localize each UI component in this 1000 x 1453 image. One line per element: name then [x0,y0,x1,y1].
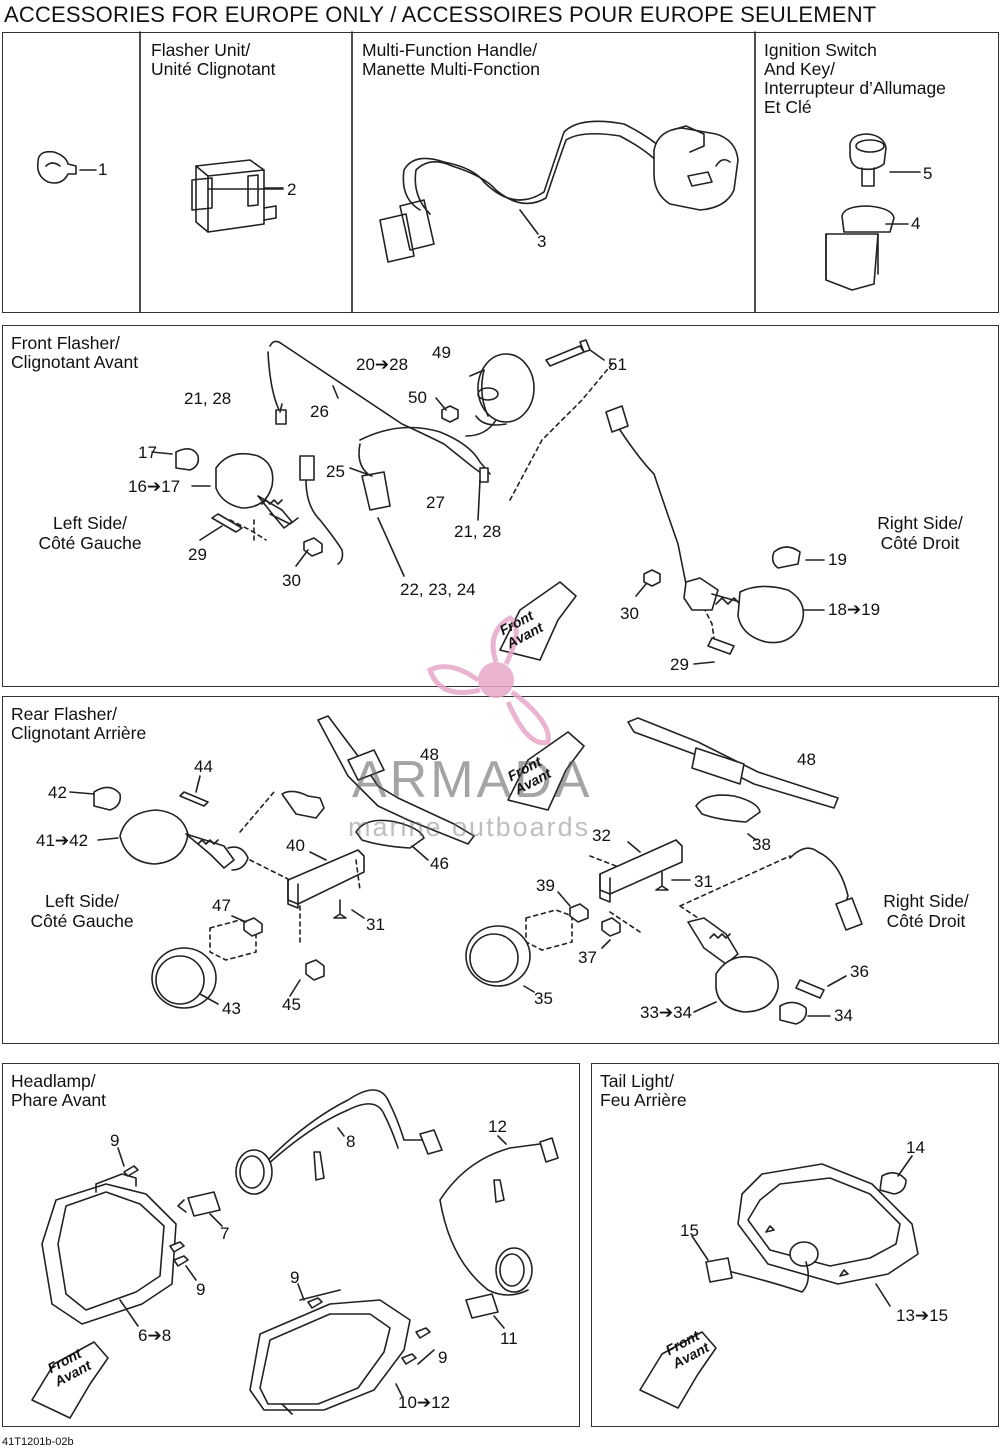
callout-31-b: 31 [694,872,713,891]
front-left-side-label: Left Side/ Côté Gauche [38,513,142,553]
callout-21-28-b: 21, 28 [454,522,502,541]
callout-5: 5 [923,164,933,183]
callout-40: 40 [286,836,305,855]
callout-38: 38 [752,835,771,854]
front-flasher-title: Front Flasher/ Clignotant Avant [11,333,139,372]
callout-42: 42 [48,783,67,802]
callout-36: 36 [850,962,869,981]
tail-light-part-13 [737,1163,919,1285]
callout-19: 19 [828,550,847,569]
headlamp-title: Headlamp/ Phare Avant [11,1071,107,1110]
watermark-brand: ARMADA [352,751,593,809]
headlamp-part-10 [249,1289,411,1415]
callout-25: 25 [326,462,345,481]
callout-22-23-24: 22, 23, 24 [400,580,476,599]
ignition-label: Ignition Switch And Key/ Interrupteur d’… [764,40,946,117]
tail-light-title: Tail Light/ Feu Arrière [600,1071,687,1110]
callout-9-a: 9 [110,1131,120,1150]
headlamp-panel [2,1063,580,1427]
front-housing-part-49 [465,353,535,437]
callout-1: 1 [98,160,108,179]
callout-18-19: 18➔19 [828,600,881,619]
callout-3: 3 [537,232,547,251]
rear-flasher-title: Rear Flasher/ Clignotant Arrière [11,704,147,743]
top-cells-frame [2,32,999,313]
rear-bracket-part-32 [599,839,683,903]
rear-bracket-part-40 [287,849,365,909]
rear-bracket-part-48-left [317,715,475,845]
callout-16-17: 16➔17 [128,477,181,496]
callout-27: 27 [426,493,445,512]
front-right-lamp-part-18 [605,405,805,644]
rear-right-side-label: Right Side/ Côté Droit [883,891,969,931]
callout-17: 17 [138,443,157,462]
callout-31-a: 31 [366,915,385,934]
watermark-tagline: marine outboards [348,812,591,842]
harness-part-12 [439,1137,559,1296]
callout-29-a: 29 [188,545,207,564]
front-left-lamp-part-16 [215,452,299,529]
callout-47: 47 [212,896,231,915]
callout-8: 8 [346,1132,356,1151]
callout-9-b: 9 [196,1280,206,1299]
headlamp-part-6 [41,1173,177,1325]
page-title: ACCESSORIES FOR EUROPE ONLY / ACCESSOIRE… [4,2,877,27]
handle-part-3 [379,120,739,263]
tail-light-panel [591,1063,999,1427]
callout-21-28-a: 21, 28 [184,389,232,408]
callout-45: 45 [282,995,301,1014]
callout-37: 37 [578,948,597,967]
callout-50: 50 [408,388,427,407]
callout-12: 12 [488,1117,507,1136]
callout-32: 32 [592,826,611,845]
front-right-side-label: Right Side/ Côté Droit [877,513,963,553]
callout-30-a: 30 [282,571,301,590]
rear-bracket-part-48-right [627,717,839,809]
callout-51: 51 [608,355,627,374]
flasher-unit-part-2 [191,159,284,233]
callout-26: 26 [310,402,329,421]
callout-49: 49 [432,343,451,362]
callout-35: 35 [534,989,553,1008]
headlamp-harness-part-8 [235,1089,443,1195]
rear-left-side-label: Left Side/ Côté Gauche [30,891,134,931]
flasher-unit-label: Flasher Unit/ Unité Clignotant [151,40,276,79]
callout-30-b: 30 [620,604,639,623]
callout-46: 46 [430,854,449,873]
callout-29-b: 29 [670,655,689,674]
callout-11: 11 [500,1329,518,1348]
callout-48-a: 48 [420,745,439,764]
ignition-part-4-5 [825,133,921,291]
callout-39: 39 [536,876,555,895]
callout-7: 7 [220,1224,230,1243]
callout-15: 15 [680,1221,699,1240]
drawing-reference: 41T1201b-02b [2,1436,74,1448]
callout-41-42: 41➔42 [36,831,89,850]
callout-20-28: 20➔28 [356,355,409,374]
handle-label: Multi-Function Handle/ Manette Multi-Fon… [362,40,540,79]
callout-6-8: 6➔8 [138,1326,172,1345]
callout-44: 44 [194,757,213,776]
rear-right-lamp-part-33 [687,847,863,1013]
callout-33-34: 33➔34 [640,1003,693,1022]
clip-part-1 [36,150,97,184]
callout-10-12: 10➔12 [398,1393,451,1412]
callout-13-15: 13➔15 [896,1306,949,1325]
callout-9-c: 9 [290,1268,300,1287]
callout-9-d: 9 [438,1348,448,1367]
callout-34: 34 [834,1006,853,1025]
callout-4: 4 [911,214,921,233]
callout-48-b: 48 [797,750,816,769]
callout-14: 14 [906,1138,925,1157]
rear-left-lamp-part-41 [119,809,249,871]
watermark-propeller-logo [426,615,551,746]
callout-2: 2 [287,180,297,199]
callout-43: 43 [222,999,241,1018]
